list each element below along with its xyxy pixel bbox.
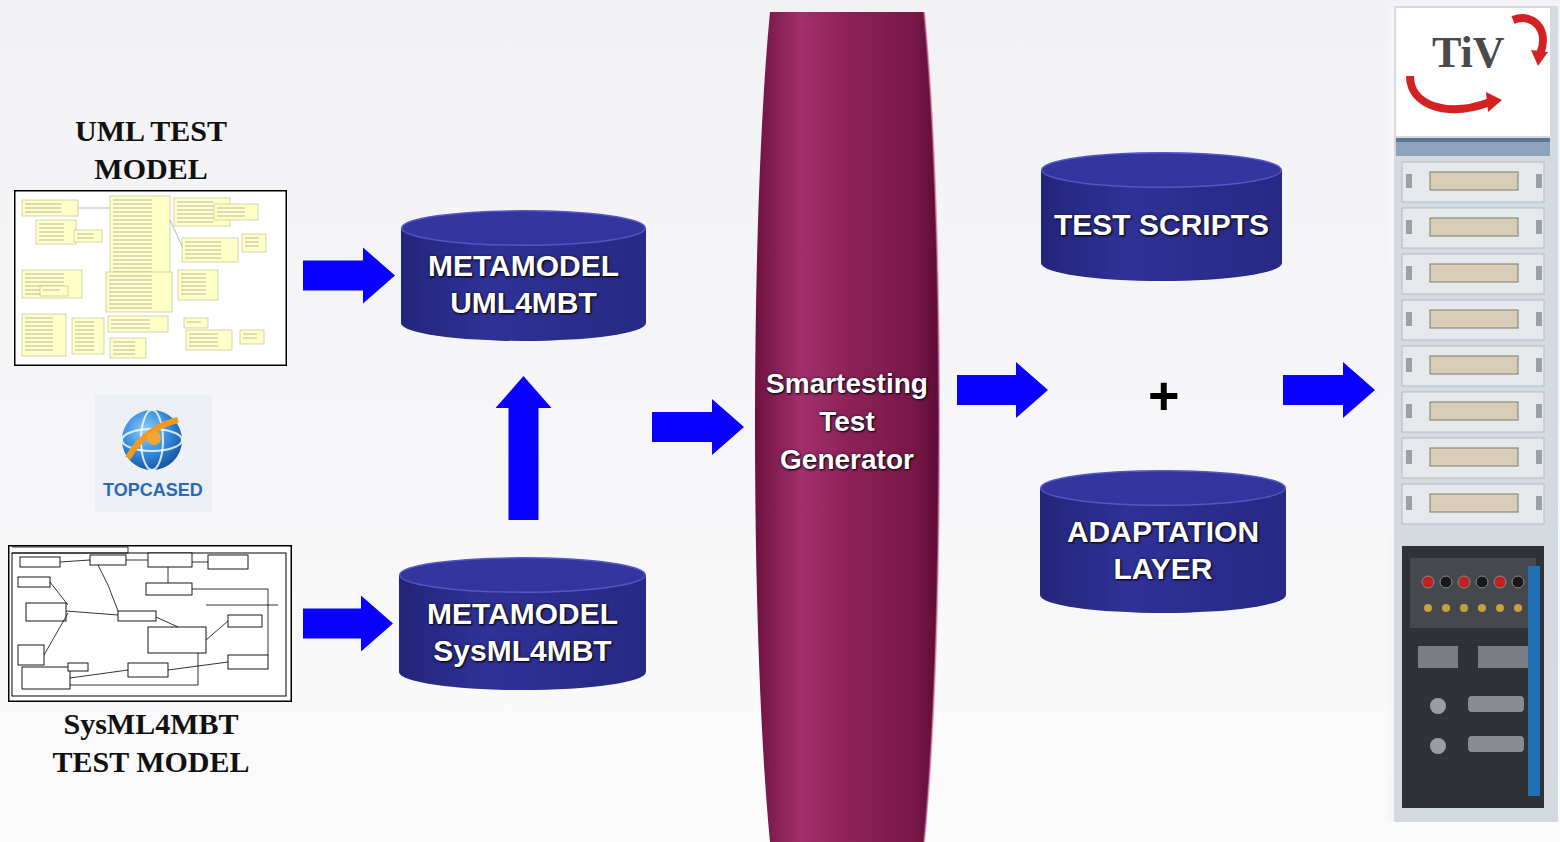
shape-label: METAMODEL UML4MBT [413,247,634,321]
test-bench-rack: TiV [1388,6,1558,822]
test-model-box: UML TEST MODEL [10,112,292,366]
uml-diagram-thumbnail [14,190,287,366]
metamodel-cylinder: METAMODEL SysML4MBT [399,557,646,690]
model-heading: SysML4MBT TEST MODEL [39,705,264,781]
shape-label: ADAPTATION LAYER [1052,513,1274,587]
block-arrow [303,596,393,652]
metamodel-cylinder: ADAPTATION LAYER [1040,470,1286,613]
topcased-logo [95,395,212,512]
shape-label: Smartesting Test Generator [762,365,932,479]
plus-sign: + [1148,366,1180,424]
generator-drum: Smartesting Test Generator [748,12,946,842]
block-arrow [303,248,395,304]
shape-label: TEST SCRIPTS [1054,206,1269,243]
block-arrow [496,376,552,520]
model-heading: UML TEST MODEL [39,112,264,188]
shape-label: METAMODEL SysML4MBT [411,595,634,669]
block-arrow [957,362,1048,418]
sysml-diagram-thumbnail [8,545,292,702]
metamodel-cylinder: TEST SCRIPTS [1041,152,1282,281]
block-arrow [1283,362,1375,418]
test-model-box: SysML4MBT TEST MODEL [6,543,296,783]
rack-illustration [1388,6,1558,822]
logo-text: TiV [1432,28,1558,78]
metamodel-cylinder: METAMODEL UML4MBT [401,210,646,341]
logo-caption: TOPCASED [103,479,203,501]
block-arrow [652,399,744,455]
